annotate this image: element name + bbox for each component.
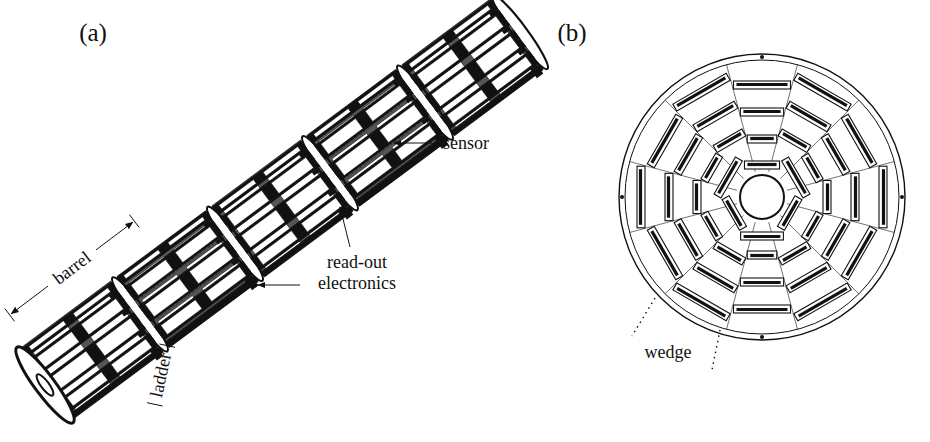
ladder-section (851, 173, 859, 220)
sensor-window (241, 210, 285, 248)
ladder-strip (139, 240, 240, 322)
sensor-window (379, 105, 423, 143)
cross-section-view (619, 54, 905, 340)
ladder-section (693, 180, 701, 213)
ladder-section (637, 166, 645, 228)
ladder-section (647, 226, 682, 279)
ladder-section (674, 219, 703, 260)
inner-shell (625, 60, 899, 334)
support-ring (392, 62, 458, 144)
wedge-line (780, 215, 858, 293)
ladder-section (747, 135, 777, 143)
panel-label: (a) (79, 19, 107, 48)
readout-tab (530, 65, 539, 73)
ladder-section (693, 262, 738, 293)
ladder-section (713, 129, 746, 152)
dimension-arrow (96, 222, 133, 250)
mount-dot (900, 195, 904, 199)
support-ring (107, 273, 173, 355)
ladder-section (778, 129, 811, 152)
leader-arrow (258, 285, 300, 286)
sensor-window (335, 138, 379, 176)
barrel-view (9, 0, 553, 429)
ladder-section (821, 134, 850, 175)
ladder-section (841, 114, 876, 167)
ladder-section (740, 278, 783, 286)
ladder-section (665, 173, 673, 220)
ladder-section (841, 226, 876, 279)
ladder-section (741, 232, 784, 240)
ladder-section (647, 114, 682, 167)
ladder-section (777, 196, 801, 230)
mount-dot (620, 195, 624, 199)
ladder-strip (45, 313, 146, 395)
outer-shell (619, 54, 905, 340)
support-ring (297, 132, 363, 214)
sensor-window (96, 318, 140, 356)
ladder-section (778, 242, 811, 265)
ladder-section (673, 283, 730, 321)
ladder-section (744, 161, 779, 169)
ladder-section (722, 196, 746, 230)
beam-hole (34, 372, 56, 398)
ladder-section (747, 251, 777, 259)
sensor-window (286, 177, 330, 215)
ladder-strip (329, 99, 430, 181)
panel-label: (b) (557, 19, 586, 48)
ladder-section (713, 242, 746, 265)
dimension-label: barrel (49, 247, 95, 289)
ladder-section (794, 73, 851, 111)
beam-pipe (740, 175, 784, 219)
readout-tab (245, 275, 254, 283)
ladder-section (879, 166, 887, 228)
dimension-bar (129, 215, 139, 228)
ladder-section (794, 283, 851, 321)
leader-lines (5, 143, 720, 406)
support-ring (487, 0, 553, 73)
part-name: sensor (443, 133, 489, 154)
ladder-section (701, 211, 723, 241)
dimension-arrow (11, 286, 48, 314)
readout-tab (435, 134, 444, 142)
ladder-section (786, 262, 831, 293)
wedge-line (665, 215, 743, 293)
part-name: wedge (645, 342, 692, 363)
ladder-section (801, 153, 823, 183)
mount-dot (760, 55, 764, 59)
ladder-section (821, 219, 850, 260)
ladder-section (733, 81, 790, 89)
ladder-section (740, 108, 783, 116)
leader-dotted (712, 330, 720, 370)
end-cap (9, 341, 81, 428)
part-name: read-out electronics (307, 252, 407, 293)
ladder-section (673, 73, 730, 111)
ladder-section (733, 305, 790, 313)
ladder-strip (425, 30, 526, 112)
sensor-window (476, 36, 520, 74)
leader-arrow (340, 207, 350, 247)
support-ring (202, 203, 268, 285)
ladder-section (674, 134, 703, 175)
ladder-section (786, 101, 831, 132)
sensor-window (145, 279, 189, 317)
dimension-bar (5, 309, 15, 322)
leader-arrow (394, 143, 432, 144)
dimension-bar (147, 403, 163, 406)
dimension-bar (159, 344, 175, 347)
sensor-window (189, 246, 233, 284)
ladder-section (693, 101, 738, 132)
ladder-section (701, 153, 723, 183)
ladder-section (801, 211, 823, 241)
ladder-section (823, 180, 831, 213)
mount-dot (760, 335, 764, 339)
ladder-strip (235, 171, 336, 253)
sensor-window (431, 69, 475, 107)
leader-dotted (632, 298, 655, 336)
